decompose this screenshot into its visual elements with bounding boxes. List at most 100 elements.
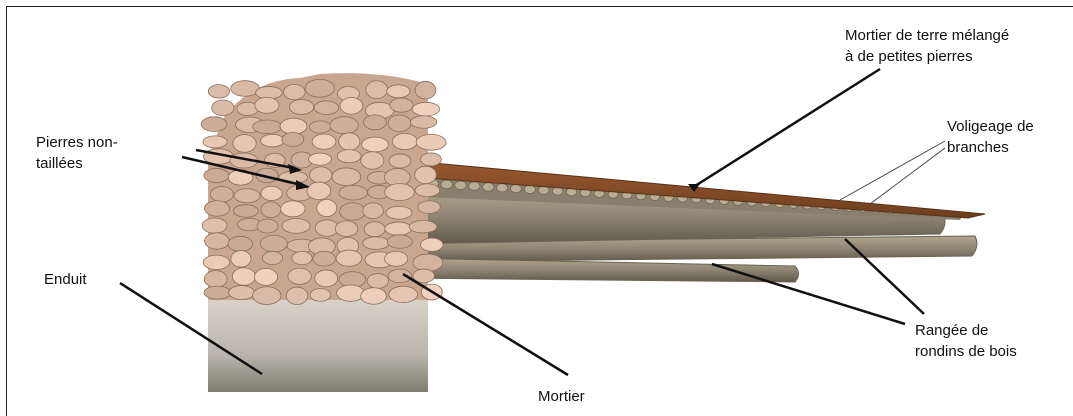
- stone: [233, 205, 258, 218]
- stone: [233, 135, 256, 153]
- stone: [312, 134, 336, 149]
- stone: [281, 201, 305, 217]
- stone: [201, 117, 227, 132]
- leader-voligeage: [840, 141, 945, 204]
- label-pierres: Pierres non- taillées: [36, 132, 118, 174]
- stone: [310, 167, 332, 183]
- stone: [203, 136, 227, 148]
- branch-end: [455, 181, 467, 190]
- stone: [363, 237, 389, 250]
- stone: [340, 97, 363, 114]
- label-voligeage: Voligeage de branches: [947, 116, 1034, 158]
- stone: [261, 202, 281, 218]
- branch-end: [441, 180, 453, 189]
- stone: [388, 115, 411, 132]
- stone: [305, 79, 334, 97]
- stone: [421, 238, 443, 251]
- stone: [211, 186, 234, 202]
- stone: [416, 134, 446, 150]
- stone: [229, 286, 255, 300]
- stone: [421, 153, 442, 166]
- stone: [339, 133, 360, 150]
- stone: [313, 251, 336, 266]
- stone: [389, 286, 418, 302]
- stone: [385, 184, 415, 201]
- stone: [332, 168, 361, 186]
- stone: [415, 81, 436, 99]
- label-mortier: Mortier: [538, 386, 585, 407]
- stone: [364, 222, 385, 237]
- stone: [204, 271, 227, 288]
- stone: [289, 99, 313, 114]
- stone: [204, 168, 229, 182]
- label-mortier-terre: Mortier de terre mélangé à de petites pi…: [845, 25, 1009, 67]
- stone: [330, 117, 358, 134]
- stone: [390, 98, 413, 112]
- stone: [228, 236, 252, 251]
- label-enduit: Enduit: [44, 269, 87, 290]
- branch-end: [469, 182, 480, 191]
- stone: [385, 251, 408, 266]
- branch-end: [483, 183, 494, 191]
- stone: [203, 255, 229, 269]
- stone: [409, 221, 437, 233]
- stone: [204, 286, 231, 299]
- stone: [234, 189, 260, 203]
- leader-mortier-terre: [695, 69, 880, 186]
- stone: [253, 287, 281, 305]
- stone: [288, 268, 311, 284]
- stone: [363, 203, 384, 219]
- branch-end: [511, 184, 522, 192]
- stone: [231, 251, 251, 267]
- stone: [260, 235, 287, 252]
- stone: [337, 150, 361, 163]
- stone: [307, 182, 331, 200]
- branch-end: [497, 184, 508, 192]
- stone: [280, 118, 307, 134]
- stone: [286, 287, 307, 304]
- stone: [361, 152, 384, 169]
- stone: [205, 233, 230, 249]
- stone: [386, 206, 412, 219]
- stone: [335, 221, 358, 237]
- stone: [366, 81, 388, 99]
- stone: [411, 116, 437, 129]
- stone: [387, 235, 412, 248]
- stone: [337, 285, 365, 301]
- branch-end: [538, 186, 549, 194]
- stone: [361, 288, 387, 305]
- stone: [231, 81, 260, 97]
- stone: [253, 120, 282, 134]
- stone: [309, 121, 331, 133]
- stone: [282, 132, 304, 146]
- stone: [212, 100, 234, 116]
- stone: [389, 154, 411, 168]
- stone: [202, 218, 227, 233]
- stone: [262, 251, 282, 264]
- stone: [413, 254, 443, 271]
- stone: [364, 115, 387, 130]
- stone: [418, 201, 440, 214]
- stone: [336, 250, 362, 266]
- stone: [232, 268, 255, 286]
- stone: [282, 218, 310, 233]
- stone: [254, 268, 277, 285]
- stone: [255, 97, 279, 113]
- stone: [367, 274, 388, 289]
- label-rangee: Rangée de rondins de bois: [915, 320, 1017, 362]
- stone: [315, 270, 338, 287]
- stone: [317, 199, 337, 216]
- stone: [412, 102, 439, 116]
- stone: [310, 289, 331, 302]
- branch-end: [524, 185, 535, 193]
- stone: [314, 101, 338, 115]
- stone: [415, 184, 440, 197]
- stone: [292, 251, 312, 264]
- stone: [257, 219, 278, 233]
- stone: [387, 85, 410, 98]
- stone: [415, 166, 437, 184]
- stone: [339, 185, 368, 200]
- stone: [362, 137, 389, 152]
- stone: [392, 133, 417, 149]
